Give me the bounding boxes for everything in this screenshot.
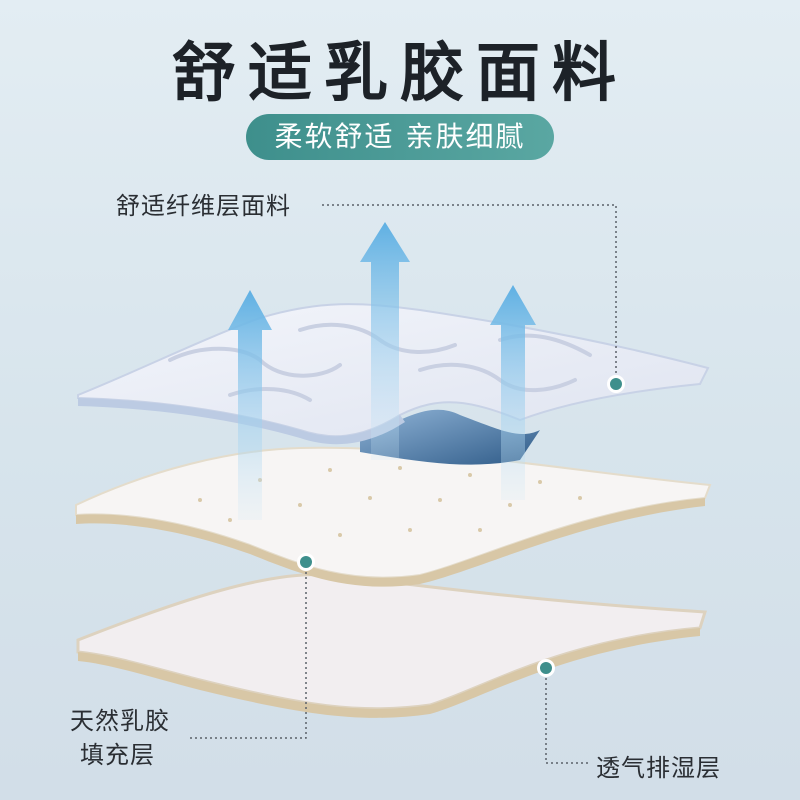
- callout-middle-layer: 天然乳胶 填充层: [70, 704, 170, 772]
- latex-layer: [75, 446, 712, 587]
- arrow-up-icon: [360, 222, 410, 460]
- subtitle-badge: 柔软舒适 亲肤细腻: [246, 114, 554, 160]
- page-title: 舒适乳胶面料: [172, 37, 628, 111]
- arrow-up-icon: [490, 285, 536, 500]
- marker-dots: [297, 375, 625, 677]
- airflow-arrows: [228, 222, 536, 520]
- callout-lines: [190, 204, 617, 764]
- arrow-up-icon: [228, 290, 272, 520]
- callout-top-layer: 舒适纤维层面料: [116, 192, 291, 220]
- breathable-layer: [76, 572, 708, 718]
- callout-middle-line2: 填充层: [80, 741, 155, 769]
- callout-bottom-layer: 透气排湿层: [596, 754, 721, 782]
- callout-middle-line1: 天然乳胶: [70, 707, 170, 735]
